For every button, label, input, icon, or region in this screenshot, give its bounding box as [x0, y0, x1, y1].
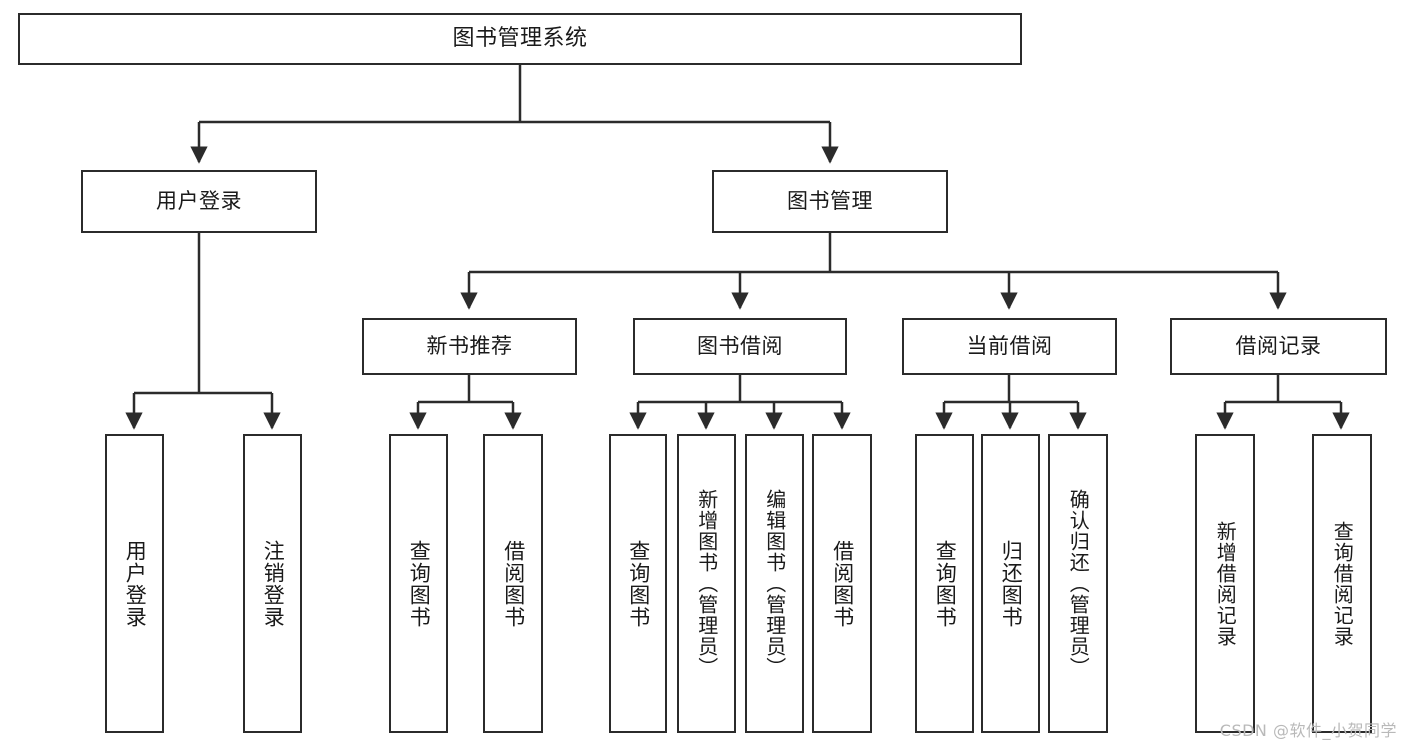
node-user-login[interactable]: 用户登录: [81, 170, 317, 233]
leaf-add-record-label: 新增借阅记录: [1213, 520, 1238, 647]
leaf-edit-book-label: 编辑图书（管理员）: [762, 489, 787, 678]
leaf-query-record-label: 查询借阅记录: [1330, 520, 1355, 647]
node-book-borrow-label: 图书借阅: [697, 334, 783, 359]
node-current-borrow[interactable]: 当前借阅: [902, 318, 1117, 375]
leaf-logout-label: 注销登录: [261, 539, 286, 628]
node-book-manage[interactable]: 图书管理: [712, 170, 948, 233]
leaf-query-book-1-label: 查询图书: [407, 539, 432, 628]
leaf-borrow-book-1[interactable]: 借阅图书: [483, 434, 543, 733]
node-user-login-label: 用户登录: [156, 189, 242, 214]
leaf-add-book[interactable]: 新增图书（管理员）: [677, 434, 736, 733]
leaf-query-book-3-label: 查询图书: [933, 539, 958, 628]
leaf-add-book-label: 新增图书（管理员）: [694, 489, 719, 678]
leaf-return-book[interactable]: 归还图书: [981, 434, 1040, 733]
node-borrow-record[interactable]: 借阅记录: [1170, 318, 1387, 375]
leaf-query-record[interactable]: 查询借阅记录: [1312, 434, 1372, 733]
leaf-borrow-book-1-label: 借阅图书: [501, 539, 526, 628]
leaf-query-book-2[interactable]: 查询图书: [609, 434, 667, 733]
leaf-confirm-return-label: 确认归还（管理员）: [1066, 489, 1091, 678]
leaf-user-login-label: 用户登录: [123, 539, 148, 628]
leaf-logout[interactable]: 注销登录: [243, 434, 302, 733]
leaf-edit-book[interactable]: 编辑图书（管理员）: [745, 434, 804, 733]
node-root[interactable]: 图书管理系统: [18, 13, 1022, 65]
node-book-borrow[interactable]: 图书借阅: [633, 318, 847, 375]
leaf-borrow-book-2[interactable]: 借阅图书: [812, 434, 872, 733]
node-borrow-record-label: 借阅记录: [1235, 334, 1322, 359]
leaf-confirm-return[interactable]: 确认归还（管理员）: [1048, 434, 1108, 733]
leaf-query-book-1[interactable]: 查询图书: [389, 434, 448, 733]
leaf-query-book-2-label: 查询图书: [626, 539, 651, 628]
node-root-label: 图书管理系统: [452, 26, 588, 52]
leaf-borrow-book-2-label: 借阅图书: [830, 539, 855, 628]
node-new-book-recommend[interactable]: 新书推荐: [362, 318, 577, 375]
node-book-manage-label: 图书管理: [787, 189, 873, 214]
leaf-query-book-3[interactable]: 查询图书: [915, 434, 974, 733]
leaf-add-record[interactable]: 新增借阅记录: [1195, 434, 1255, 733]
node-current-borrow-label: 当前借阅: [966, 334, 1053, 359]
node-new-book-recommend-label: 新书推荐: [426, 334, 513, 359]
leaf-user-login[interactable]: 用户登录: [105, 434, 164, 733]
leaf-return-book-label: 归还图书: [999, 539, 1024, 628]
csdn-watermark: CSDN @软件_小贺同学: [1219, 721, 1397, 740]
